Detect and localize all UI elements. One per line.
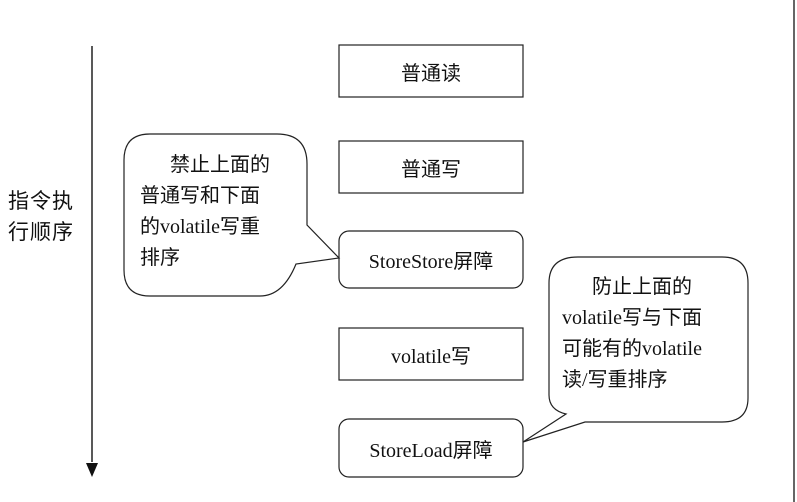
step-label-normal-read: 普通读 bbox=[401, 62, 461, 85]
note-right-line-4: 读/写重排序 bbox=[562, 369, 668, 391]
note-text-left: 禁止上面的 普通写和下面 的volatile写重 排序 bbox=[140, 150, 290, 274]
step-label-storeload-barrier: StoreLoad屏障 bbox=[369, 439, 493, 462]
step-label-storestore-barrier: StoreStore屏障 bbox=[368, 251, 494, 273]
step-label-volatile-write: volatile写 bbox=[391, 345, 471, 368]
axis-label-line-2: 行顺序 bbox=[8, 220, 74, 244]
axis-label-line-1: 指令执 bbox=[8, 189, 74, 213]
note-bubble-right bbox=[522, 256, 749, 443]
step-label-normal-write: 普通写 bbox=[401, 158, 461, 181]
note-left-line-3: 的volatile写重 bbox=[140, 216, 260, 238]
step-box-storestore-barrier bbox=[338, 230, 524, 289]
note-right-line-3: 可能有的volatile bbox=[562, 338, 702, 360]
note-right-line-1: 防止上面的 bbox=[592, 276, 692, 298]
note-left-line-1: 禁止上面的 bbox=[170, 154, 270, 176]
step-box-normal-write bbox=[338, 140, 524, 194]
note-bubble-left bbox=[123, 133, 341, 297]
step-box-volatile-write bbox=[338, 327, 524, 381]
execution-order-arrow-head bbox=[86, 463, 98, 477]
step-box-storeload-barrier bbox=[338, 418, 524, 478]
note-left-line-2: 普通写和下面 bbox=[140, 185, 260, 207]
step-box-normal-read bbox=[338, 44, 524, 98]
note-left-line-4: 排序 bbox=[140, 247, 180, 269]
note-text-right: 防止上面的 volatile写与下面 可能有的volatile 读/写重排序 bbox=[562, 272, 740, 396]
note-right-line-2: volatile写与下面 bbox=[562, 307, 702, 329]
axis-label-execution-order: 指令执 行顺序 bbox=[8, 186, 80, 248]
